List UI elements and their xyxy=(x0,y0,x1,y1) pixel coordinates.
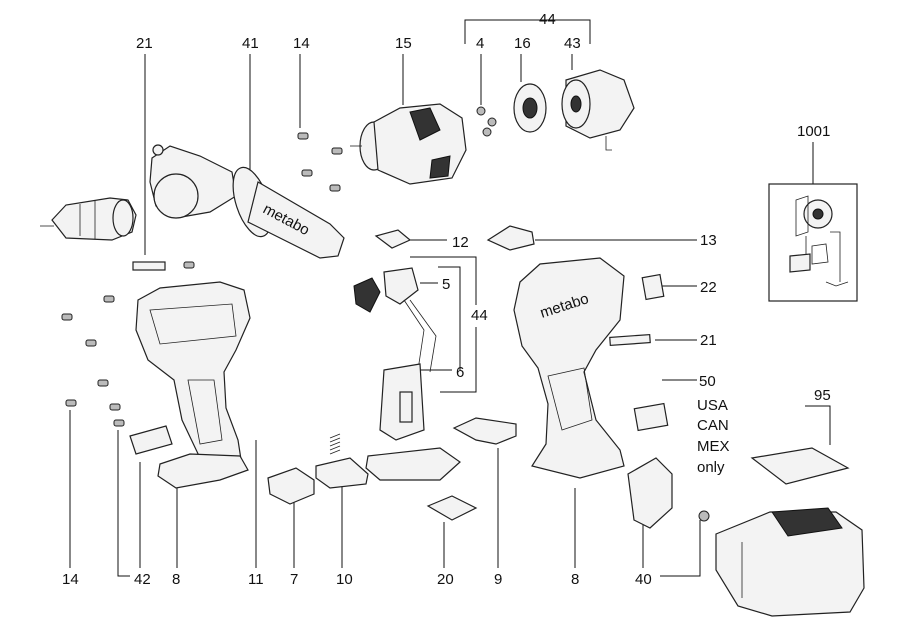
label-can: CAN xyxy=(697,417,729,434)
label-11: 11 xyxy=(248,571,264,588)
label-16: 16 xyxy=(514,35,531,52)
screw-set-14 xyxy=(61,132,343,427)
label-only: only xyxy=(697,459,725,476)
label-10: 10 xyxy=(336,571,353,588)
label-21-top: 21 xyxy=(136,35,153,52)
slider-part xyxy=(315,457,369,489)
label-4: 4 xyxy=(476,35,484,52)
switch-part-42 xyxy=(129,425,173,455)
label-40: 40 xyxy=(635,571,652,588)
clip-part-13 xyxy=(486,225,535,251)
leader-lines xyxy=(69,19,831,577)
label-13: 13 xyxy=(700,232,717,249)
label-5: 5 xyxy=(442,276,450,293)
label-43: 43 xyxy=(564,35,581,52)
label-sheet-22 xyxy=(641,273,665,301)
chuck-part xyxy=(40,197,137,241)
screw-set-4 xyxy=(476,106,497,137)
label-8-left: 8 xyxy=(172,571,180,588)
spring-part xyxy=(329,433,341,455)
clip-part-12 xyxy=(374,229,412,249)
label-20: 20 xyxy=(437,571,454,588)
label-6: 6 xyxy=(456,364,464,381)
label-9: 9 xyxy=(494,571,502,588)
motor-flange-part xyxy=(513,83,547,133)
label-1001: 1001 xyxy=(797,123,830,140)
side-handle-part: metabo xyxy=(149,144,345,259)
label-12: 12 xyxy=(452,234,469,251)
label-8-right: 8 xyxy=(571,571,579,588)
electronics-part xyxy=(353,267,461,481)
battery-pack-part xyxy=(715,507,865,617)
cover-part-9 xyxy=(452,417,517,445)
label-strip-21 xyxy=(132,261,166,271)
label-50: 50 xyxy=(699,373,716,390)
label-7: 7 xyxy=(290,571,298,588)
label-sheet-50 xyxy=(633,402,669,432)
label-strip-21-right xyxy=(609,333,651,347)
label-21-right: 21 xyxy=(700,332,717,349)
label-usa: USA xyxy=(697,397,728,414)
motor-part xyxy=(561,69,635,151)
label-42: 42 xyxy=(134,571,151,588)
inset-1001 xyxy=(768,183,858,302)
part-labels: 21 41 14 15 44 4 16 43 1001 12 13 5 44 6… xyxy=(62,11,831,588)
battery-cover-part xyxy=(627,457,710,529)
label-14-top: 14 xyxy=(293,35,310,52)
housing-right-part: metabo xyxy=(513,257,625,479)
label-44-mid: 44 xyxy=(471,307,488,324)
gearbox-part xyxy=(350,103,467,185)
battery-tray-part xyxy=(750,447,850,485)
label-sheet-20 xyxy=(426,495,478,521)
label-41: 41 xyxy=(242,35,259,52)
label-22: 22 xyxy=(700,279,717,296)
label-mex: MEX xyxy=(697,438,730,455)
label-14-bottom: 14 xyxy=(62,571,79,588)
label-95: 95 xyxy=(814,387,831,404)
label-15: 15 xyxy=(395,35,412,52)
housing-left-part xyxy=(135,281,251,489)
led-module-part xyxy=(267,467,315,505)
